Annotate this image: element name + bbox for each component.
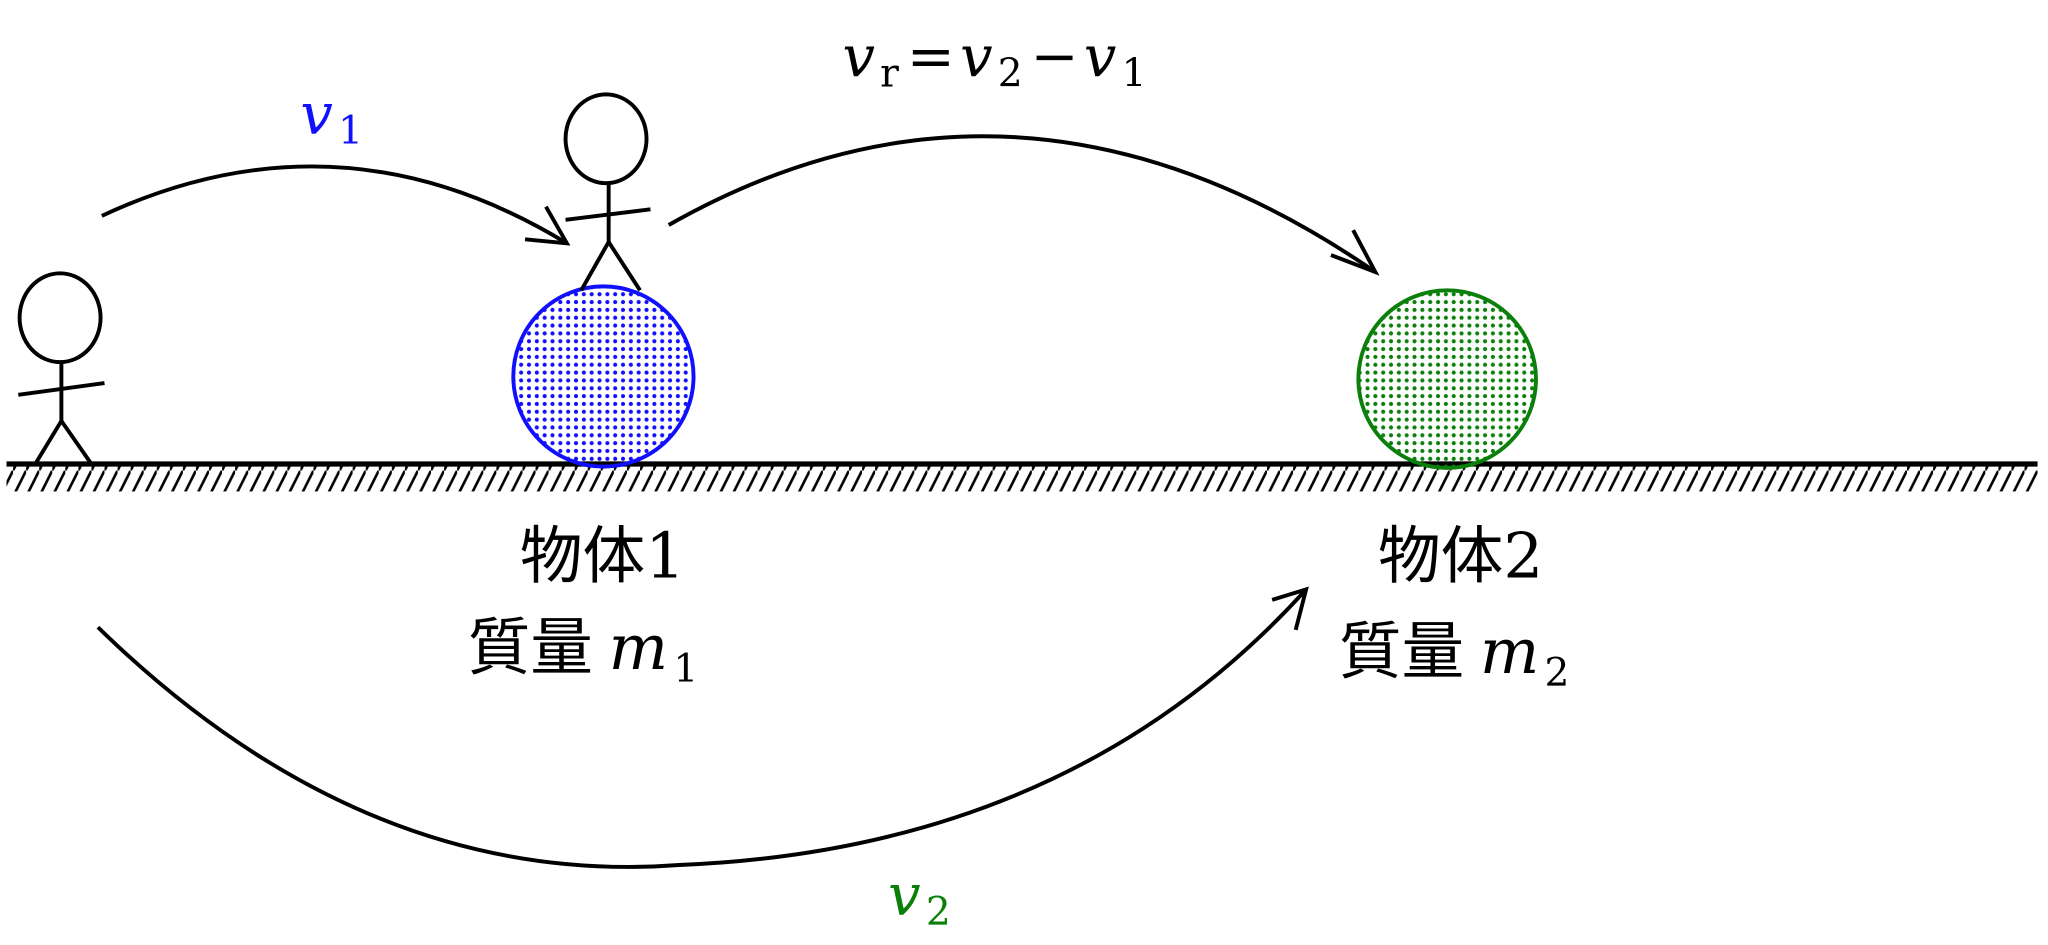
object1-ball: [511, 284, 696, 469]
arrowhead-v2: [1271, 586, 1309, 631]
arc-v2: [96, 588, 1308, 869]
ground: [6, 461, 2038, 492]
arrowhead-v1: [524, 205, 571, 246]
object2-name: 物体2: [1378, 520, 1543, 593]
person-on-object1: [563, 92, 651, 292]
object2-ball: [1356, 288, 1538, 470]
object1-name: 物体1: [520, 520, 685, 593]
arrowhead-vr: [1330, 229, 1380, 276]
arc-v1: [101, 164, 568, 245]
person-on-ground: [17, 271, 105, 466]
arc-vr: [667, 134, 1377, 274]
